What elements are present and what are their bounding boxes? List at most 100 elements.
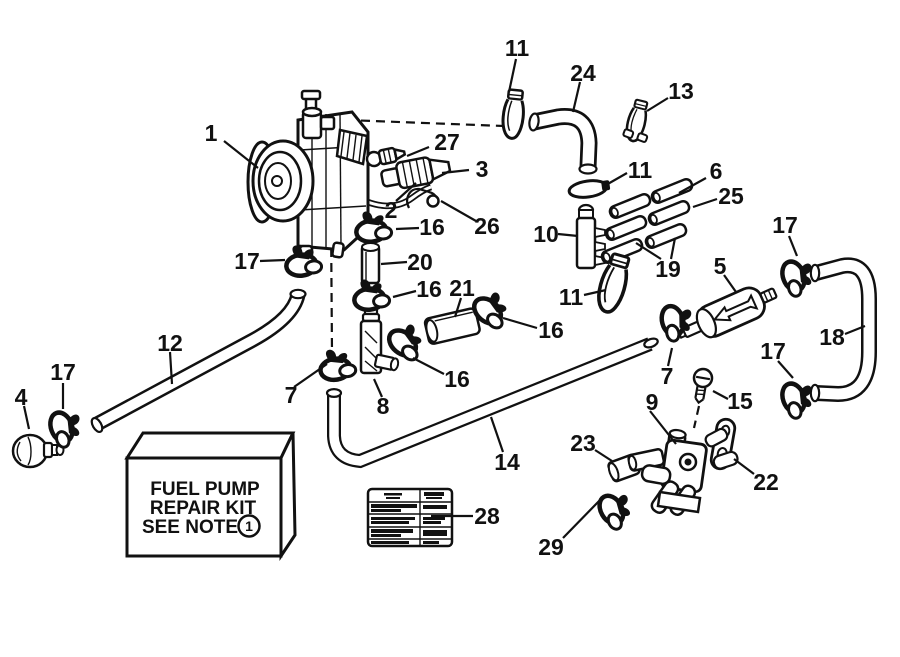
retainer-clip-26 [406,187,440,209]
fuel-line-2 [350,183,433,210]
callout-4: 4 [15,384,28,410]
leader-line [453,297,463,318]
callout-24: 24 [570,60,596,86]
leader-line [787,235,799,257]
leader-line [502,316,538,330]
clamp-13 [622,97,652,145]
callout-17: 17 [760,338,786,364]
leader-line [777,360,794,379]
callout-14: 14 [494,449,520,475]
callout-19: 19 [655,256,681,282]
callout-21: 21 [449,275,475,301]
callout-20: 20 [407,249,433,275]
leader-line [395,182,417,202]
kit-box-line3: SEE NOTE [142,517,238,538]
leader-line [571,81,582,113]
leader-line [562,498,602,539]
leader-line [406,145,430,158]
oval-band-clamp-11 [567,179,611,199]
callout-2: 2 [385,197,398,223]
callout-8: 8 [377,393,390,419]
callout-10: 10 [533,221,559,247]
leader-line [441,168,470,175]
callout-12: 12 [157,330,183,356]
callout-11: 11 [559,284,584,310]
kit-box-line2: REPAIR KIT [150,498,257,519]
leader-line [380,260,408,266]
callout-28: 28 [474,503,500,529]
leader-line [666,347,674,367]
leader-line [844,324,866,336]
filter-fitting-3 [380,156,452,190]
leader-line [646,97,669,112]
note-number: 1 [245,518,253,534]
leader-line [594,449,613,462]
connector-fitting-27 [365,146,407,168]
fuel-valve-assembly-9 [627,427,739,516]
sleeve-tube-20 [360,242,381,285]
kit-box-line1: FUEL PUMP [150,479,260,500]
leader-line [440,200,477,222]
callout-16: 16 [416,276,442,302]
leader-line [712,390,729,400]
callout-23: 23 [570,430,596,456]
screw-15 [692,367,714,405]
callout-16: 16 [444,366,470,392]
leader-line [489,416,505,453]
spec-decal-28 [366,487,454,548]
callout-25: 25 [718,183,744,209]
callout-15: 15 [727,388,753,414]
leader-line [678,177,707,194]
callout-6: 6 [710,158,723,184]
note-circle [237,514,261,538]
callout-18: 18 [819,324,845,350]
fuel-pump-assembly [246,89,370,263]
hose-clamps [46,87,819,532]
callout-5: 5 [714,253,727,279]
leader-line [395,226,420,231]
hose-tube-21 [423,307,481,345]
inline-fuel-filter-5 [677,286,778,340]
callout-13: 13 [668,78,694,104]
leader-line [507,58,518,93]
callout-26: 26 [474,213,500,239]
leader-line [412,357,445,375]
leader-line [293,363,328,388]
leader-line [692,197,718,209]
callout-27: 27 [434,129,460,155]
callout-16: 16 [419,214,445,240]
callout-17: 17 [772,212,798,238]
callout-11: 11 [505,35,530,61]
callout-11: 11 [628,157,653,183]
callout-16: 16 [538,317,564,343]
leader-line [635,242,662,260]
leader-line [669,237,677,260]
fuel-hose-14 [325,337,659,469]
repair-kit-box: FUEL PUMP REPAIR KIT SEE NOTE 1 [124,431,297,561]
leader-line [22,405,31,430]
leader-line [583,288,607,297]
leader-line [605,172,628,186]
leader-line [223,140,259,169]
leader-line [372,378,384,398]
callout-3: 3 [476,156,489,182]
callout-17: 17 [50,359,76,385]
leader-line [557,232,579,238]
callout-29: 29 [538,534,564,560]
leader-line [259,258,286,263]
callout-17: 17 [234,248,260,274]
leader-line [168,351,174,385]
leader-line [649,410,677,445]
inlet-fitting-10 [575,203,606,270]
callout-7: 7 [661,363,674,389]
leader-line [723,274,737,293]
fuel-hose-24 [528,108,598,175]
leader-line [733,458,755,475]
callout-9: 9 [646,389,659,415]
fuel-hose-18 [809,257,877,403]
callout-1: 1 [205,120,218,146]
callout-7: 7 [285,382,298,408]
